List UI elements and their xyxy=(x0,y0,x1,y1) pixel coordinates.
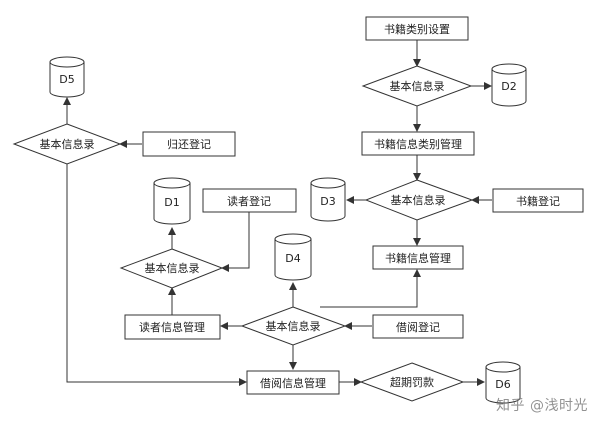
edge-borrow-decision-to-book-info-mgmt xyxy=(320,269,421,308)
decision-reader-label: 基本信息录 xyxy=(145,261,200,275)
decision-return: 基本信息录 xyxy=(12,123,122,165)
process-return-register-label: 归还登记 xyxy=(167,137,211,151)
process-reader-register: 读者登记 xyxy=(202,188,297,213)
process-borrow-info-mgmt: 借阅信息管理 xyxy=(246,370,340,395)
process-book-register: 书籍登记 xyxy=(492,188,584,213)
decision-borrow-label: 基本信息录 xyxy=(266,319,321,333)
decision-return-label: 基本信息录 xyxy=(40,137,95,151)
decision-books-label: 基本信息录 xyxy=(391,193,446,207)
decision-fine-label: 超期罚款 xyxy=(390,375,434,389)
store-d3-label: D3 xyxy=(320,195,335,208)
store-d2: D2 xyxy=(491,63,527,107)
process-boxes: 书籍类别设置 书籍信息类别管理 书籍登记 书籍信息管理 归还登记 读者登记 读者… xyxy=(124,16,584,395)
store-d5: D5 xyxy=(49,56,85,98)
store-d3: D3 xyxy=(310,177,346,222)
decision-top: 基本信息录 xyxy=(361,65,473,107)
decision-fine: 超期罚款 xyxy=(359,362,465,402)
process-book-info-mgmt: 书籍信息管理 xyxy=(372,245,464,270)
process-reader-info-mgmt-label: 读者信息管理 xyxy=(139,320,205,334)
process-book-category-mgmt-label: 书籍信息类别管理 xyxy=(374,137,462,151)
process-reader-info-mgmt: 读者信息管理 xyxy=(124,314,221,340)
process-return-register: 归还登记 xyxy=(142,131,236,157)
decision-top-label: 基本信息录 xyxy=(390,79,445,93)
store-d6: D6 xyxy=(485,361,521,404)
decision-diamonds: 基本信息录 基本信息录 基本信息录 基本信息录 基本信息录 超期罚款 xyxy=(12,65,474,402)
process-borrow-register: 借阅登记 xyxy=(372,314,464,339)
process-borrow-register-label: 借阅登记 xyxy=(396,320,440,334)
process-book-info-mgmt-label: 书籍信息管理 xyxy=(385,251,451,265)
decision-borrow: 基本信息录 xyxy=(240,306,347,346)
decision-books: 基本信息录 xyxy=(364,179,474,221)
process-book-category-setup-label: 书籍类别设置 xyxy=(384,22,450,36)
data-stores: D5 D2 D1 D3 D4 D6 xyxy=(49,56,527,404)
connectors xyxy=(63,40,492,386)
store-d2-label: D2 xyxy=(501,80,516,93)
edge-return-decision-to-borrow-info-mgmt xyxy=(66,164,247,386)
store-d1-label: D1 xyxy=(164,196,179,209)
process-borrow-info-mgmt-label: 借阅信息管理 xyxy=(260,376,326,390)
process-book-category-setup: 书籍类别设置 xyxy=(365,16,469,41)
store-d4-label: D4 xyxy=(285,252,300,265)
store-d5-label: D5 xyxy=(59,73,74,86)
store-d4: D4 xyxy=(274,233,312,281)
decision-reader: 基本信息录 xyxy=(119,248,224,289)
store-d1: D1 xyxy=(153,177,191,225)
edge-reader-register-to-reader-decision xyxy=(221,212,250,272)
watermark-text: 知乎 @浅时光 xyxy=(496,398,588,414)
process-reader-register-label: 读者登记 xyxy=(227,194,271,208)
store-d6-label: D6 xyxy=(495,378,510,391)
process-book-register-label: 书籍登记 xyxy=(516,194,560,208)
process-book-category-mgmt: 书籍信息类别管理 xyxy=(361,131,475,156)
